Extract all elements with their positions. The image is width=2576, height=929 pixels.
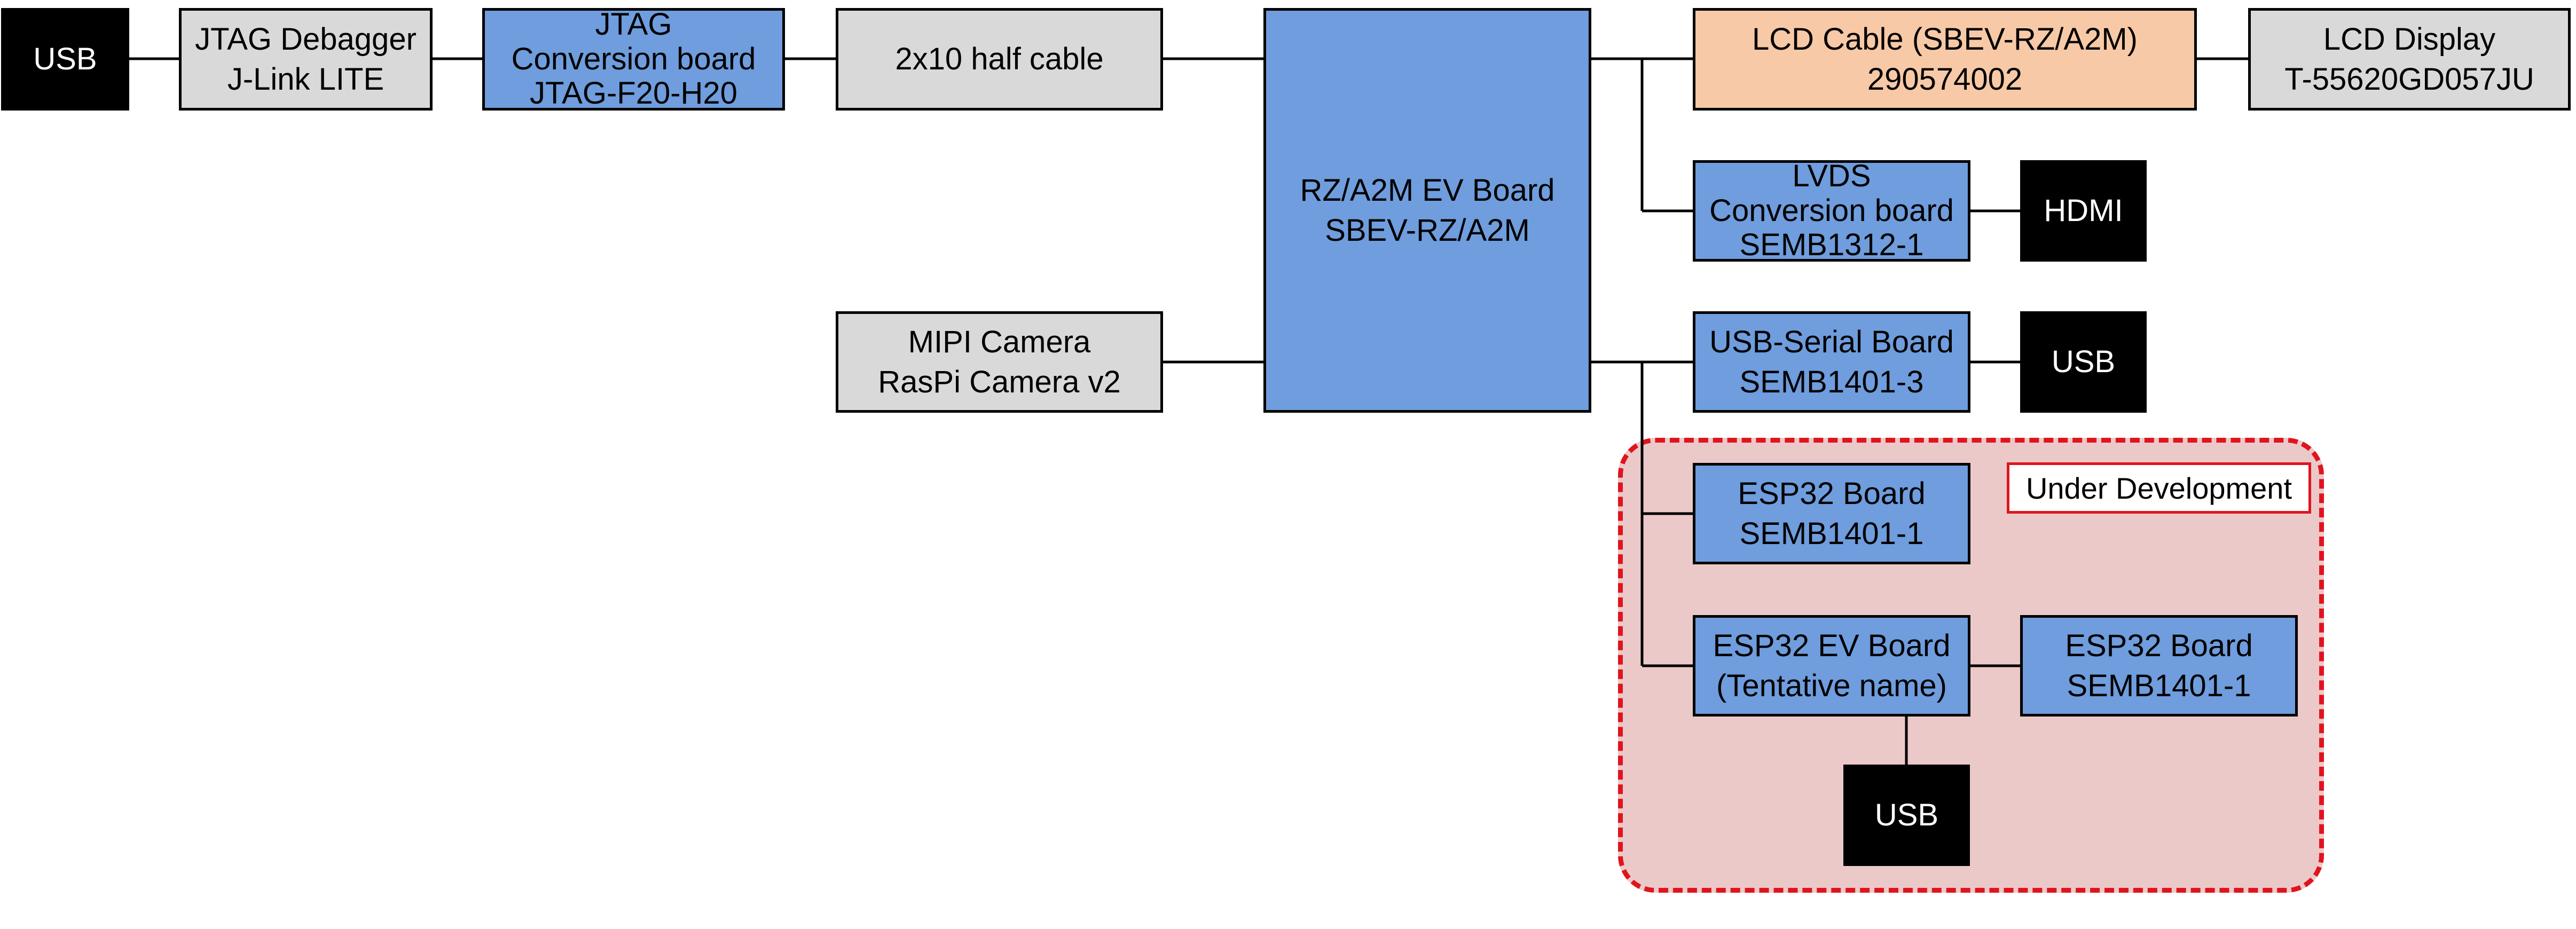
lvds-conversion-board-node: LVDS Conversion board SEMB1312-1 bbox=[1693, 159, 1970, 262]
jtag-debugger-node: JTAG Debagger J-Link LITE bbox=[179, 8, 433, 111]
usb-serial-port-node: USB bbox=[2020, 311, 2147, 413]
half-cable-node: 2x10 half cable bbox=[836, 8, 1163, 111]
esp32-board-a-node: ESP32 Board SEMB1401-1 bbox=[1693, 463, 1970, 564]
usb-host-node: USB bbox=[1, 8, 129, 111]
jtag-conversion-board-node: JTAG Conversion board JTAG-F20-H20 bbox=[482, 7, 785, 111]
esp32-ev-board-node: ESP32 EV Board (Tentative name) bbox=[1693, 615, 1970, 717]
lcd-cable-node: LCD Cable (SBEV-RZ/A2M) 290574002 bbox=[1693, 8, 2197, 111]
hdmi-node: HDMI bbox=[2020, 160, 2147, 262]
esp32-usb-node: USB bbox=[1843, 765, 1970, 866]
esp32-board-b-node: ESP32 Board SEMB1401-1 bbox=[2020, 615, 2298, 717]
mipi-camera-node: MIPI Camera RasPi Camera v2 bbox=[836, 311, 1163, 413]
lcd-display-node: LCD Display T-55620GD057JU bbox=[2248, 8, 2571, 111]
usb-serial-board-node: USB-Serial Board SEMB1401-3 bbox=[1693, 311, 1970, 413]
rz-a2m-ev-board-node: RZ/A2M EV Board SBEV-RZ/A2M bbox=[1263, 8, 1591, 413]
under-development-label: Under Development bbox=[2007, 462, 2311, 514]
